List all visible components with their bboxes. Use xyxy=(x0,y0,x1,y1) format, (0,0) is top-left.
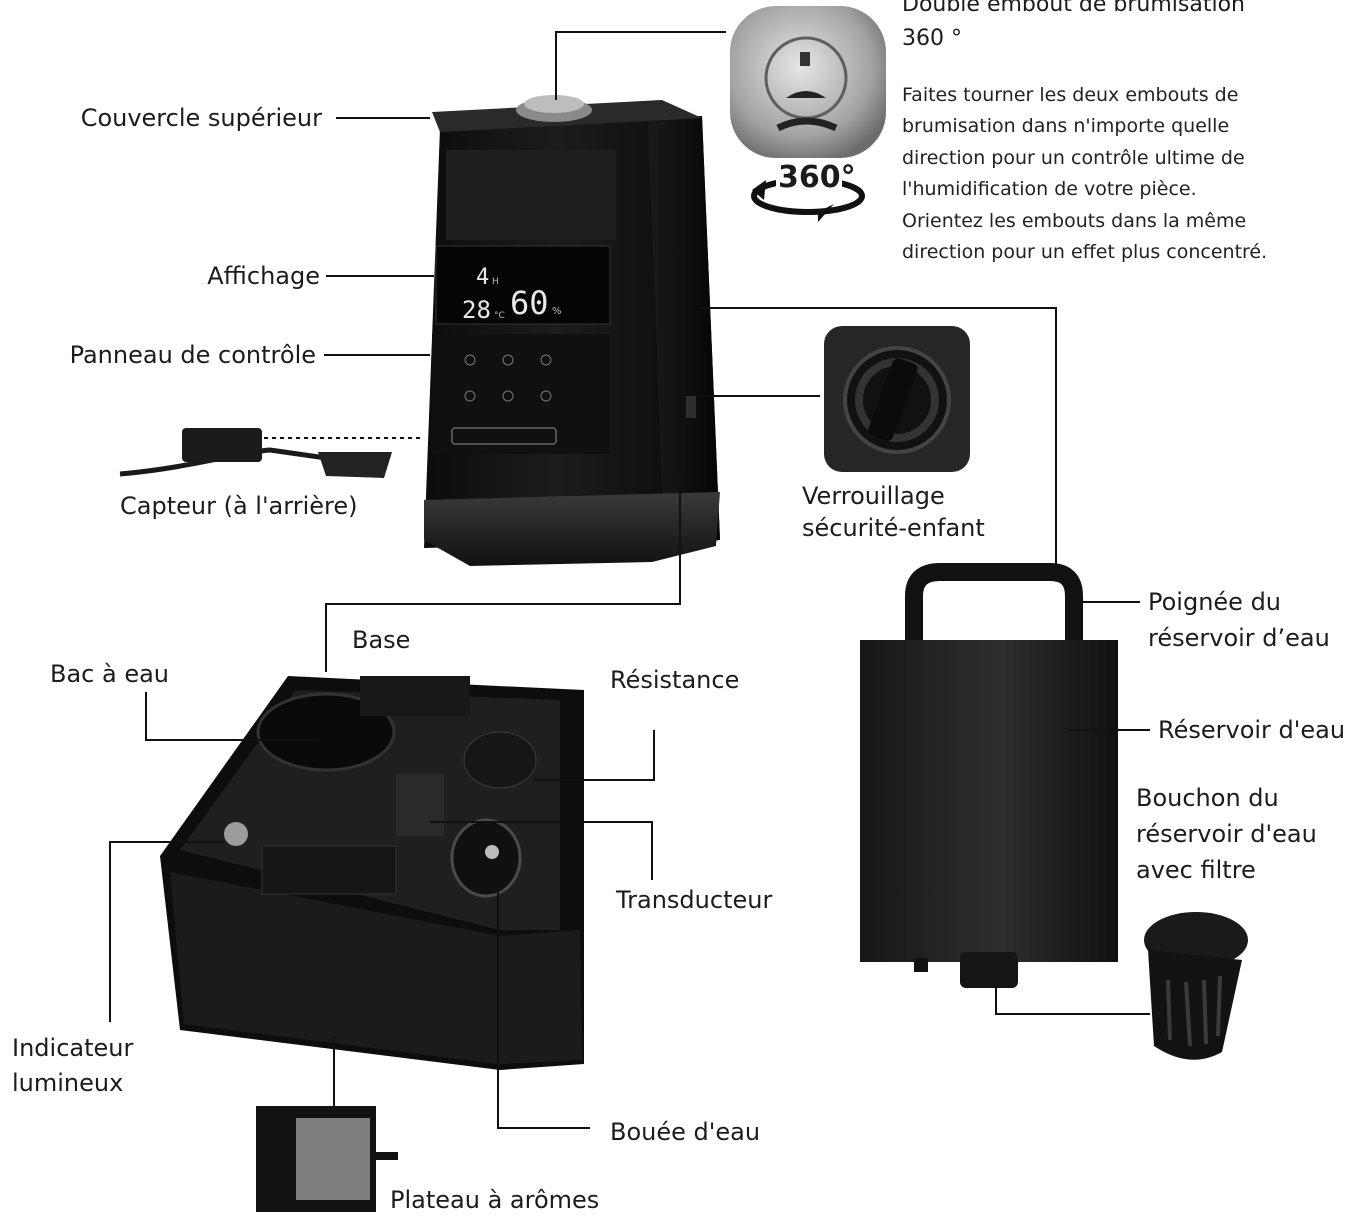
label-tank-handle-line-2: réservoir d’eau xyxy=(1148,624,1330,652)
nozzle-description-line-2: brumisation dans n'importe quelle xyxy=(902,115,1230,137)
leader-tank-cap xyxy=(995,986,1150,1015)
lcd-timer: 4 xyxy=(476,265,489,290)
label-tank-handle-line-1: Poignée du xyxy=(1148,588,1282,616)
label-tank-cap-line-2: réservoir d'eau xyxy=(1136,820,1317,848)
leader-base xyxy=(325,472,681,672)
nozzle-title-line-2: 360 ° xyxy=(902,26,962,51)
aroma-tray xyxy=(256,1106,398,1212)
nozzle-description-line-4: l'humidification de votre pièce. xyxy=(902,178,1197,200)
tank-body xyxy=(860,640,1118,962)
top-panel-grille xyxy=(446,150,616,240)
humidifier-unit xyxy=(424,95,720,566)
base-unit xyxy=(160,676,584,1070)
label-water-tray: Bac à eau xyxy=(50,660,170,688)
label-child-lock-line-1: Verrouillage xyxy=(802,482,945,510)
leader-heater xyxy=(534,730,655,781)
mist-nozzle-closeup xyxy=(730,6,886,158)
leader-transducer xyxy=(430,821,653,880)
leader-nozzle xyxy=(555,31,726,100)
leader-water-tray xyxy=(145,692,318,741)
tank-cap xyxy=(960,952,1018,988)
lcd-timer-unit: H xyxy=(492,277,499,287)
label-display: Affichage xyxy=(207,262,320,290)
nozzle-description-line-6: direction pour un effet plus concentré. xyxy=(902,241,1268,263)
lcd-humidity-unit: % xyxy=(552,306,562,317)
heater-part xyxy=(463,731,537,789)
label-base: Base xyxy=(352,626,411,654)
humidifier-side xyxy=(648,116,720,546)
control-panel-slider xyxy=(451,427,557,445)
tank-handle xyxy=(905,563,1083,652)
sensor-cable xyxy=(119,428,392,478)
rotation-arrow-icon xyxy=(751,166,865,222)
nozzle-description-line-3: direction pour un contrôle ultime de xyxy=(902,147,1245,169)
nozzle-title-line-1: Double embout de brumisation xyxy=(902,0,1245,17)
rotation-badge: 360° xyxy=(778,160,856,195)
control-panel-area xyxy=(432,334,610,454)
label-aroma-tray: Plateau à arômes xyxy=(390,1186,600,1214)
label-top-cover: Couvercle supérieur xyxy=(80,104,322,132)
lcd-temperature: 28 xyxy=(462,296,491,324)
lcd-humidity: 60 xyxy=(510,284,549,322)
leader-lines xyxy=(109,31,1150,1129)
label-heater: Résistance xyxy=(610,666,740,694)
label-light-indicator-line-2: lumineux xyxy=(12,1069,124,1097)
label-water-tank: Réservoir d'eau xyxy=(1158,716,1346,744)
label-tank-cap-line-3: avec filtre xyxy=(1136,856,1256,884)
label-transducer: Transducteur xyxy=(616,886,773,914)
light-indicator-part xyxy=(224,822,248,846)
child-lock-knob xyxy=(686,396,696,418)
base-skirt xyxy=(424,492,720,566)
tank-cap-closeup xyxy=(1144,912,1248,1060)
water-float-part xyxy=(450,818,522,898)
label-sensor: Capteur (à l'arrière) xyxy=(120,492,358,520)
transducer-tower xyxy=(396,774,444,836)
leader-light-indicator xyxy=(109,841,224,1022)
water-tank xyxy=(860,563,1118,988)
lcd-temperature-unit: °C xyxy=(494,311,505,321)
label-tank-cap-line-1: Bouchon du xyxy=(1136,784,1279,812)
label-water-float: Bouée d'eau xyxy=(610,1118,761,1146)
label-control-panel: Panneau de contrôle xyxy=(69,341,316,369)
child-lock-closeup xyxy=(824,326,970,472)
label-child-lock-line-2: sécurité-enfant xyxy=(802,514,985,542)
nozzle-description-line-1: Faites tourner les deux embouts de xyxy=(902,84,1239,106)
leader-tank-handle xyxy=(702,307,1057,574)
leader-water-float xyxy=(497,880,590,1129)
label-light-indicator-line-1: Indicateur xyxy=(12,1034,134,1062)
nozzle-description-line-5: Orientez les embouts dans la même xyxy=(902,210,1247,232)
display-screen xyxy=(435,245,611,325)
